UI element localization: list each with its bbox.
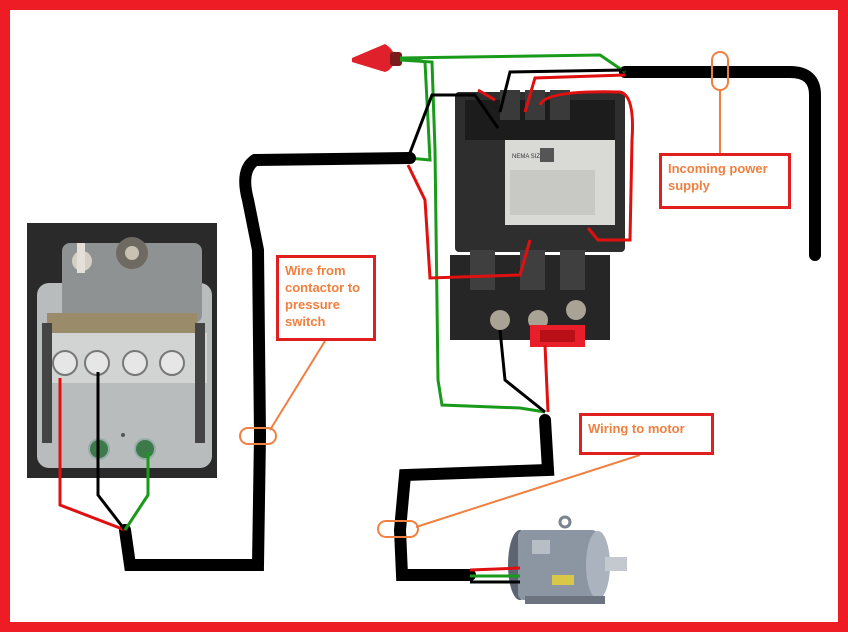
pressure-switch-photo [27,223,217,478]
incoming-power-wire [619,66,821,261]
label-wiring-motor: Wiring to motor [579,413,714,455]
callout-contactor-wire [239,340,326,445]
wire-nut [352,44,402,72]
callout-motor [377,454,641,538]
contactor-to-switch-wire [119,154,267,571]
contactor-badge: NEMA SIZE 1 [512,154,550,160]
callout-incoming [711,51,729,153]
motor-wire [393,414,555,581]
label-wire-contactor: Wire from contactor to pressure switch [276,255,376,341]
contactor: NEMA SIZE 1 [450,90,625,347]
label-incoming-power: Incoming power supply [659,153,791,209]
motor [508,515,627,604]
